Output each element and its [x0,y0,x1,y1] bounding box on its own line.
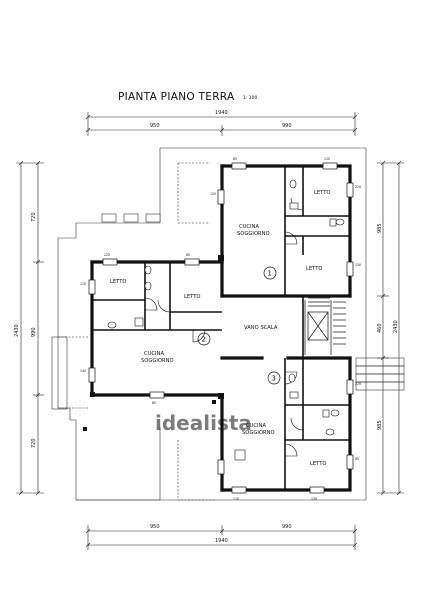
bathroom-fixtures [107,179,345,461]
plan-scale: 1: 100 [243,95,258,101]
site-outline [51,147,367,501]
dim-left-top: 720 [31,212,37,222]
unit-1-number: 1 [268,270,272,278]
room-letto-u2-right: LETTO [184,294,201,300]
room-soggiorno-u3: SOGGIORNO [242,430,275,436]
room-cucina-u1: CUCINA [239,224,259,230]
unit-3-marker [267,371,281,385]
opening-annotation: 110 [233,497,239,501]
top-dimension-lines [85,112,358,136]
dim-left-mid: 990 [31,327,37,337]
unit-2-number: 2 [202,336,206,344]
opening-annotation: 85 [233,157,237,161]
watermark-logo: idealista [155,411,252,435]
opening-annotation: 80 [152,401,156,405]
bottom-dimension-lines [85,525,358,550]
planters [101,213,161,223]
opening-annotation: 110 [80,282,86,286]
opening-annotation: 85 [355,457,359,461]
exterior-walls [90,164,352,492]
dim-top-right: 990 [282,123,292,129]
room-letto-u1-top: LETTO [314,190,331,196]
room-vano-scala: VANO SCALA [244,325,278,331]
opening-annotation: 110 [324,157,330,161]
left-dimension-lines [16,160,44,496]
unit-2-marker [197,332,211,346]
unit-3-number: 3 [272,375,276,383]
opening-annotations: 85 110 220 130 120 220 85 110 140 80 220 85 110 130 [80,157,361,501]
stair-core [304,297,346,355]
dim-right-bottom: 985 [377,420,383,430]
room-cucina-u3: CUCINA [246,423,266,429]
dim-left-bottom: 720 [31,438,37,448]
opening-annotation: 140 [80,369,86,373]
dim-bottom-left: 950 [150,524,160,530]
dim-right-total: 2430 [393,320,399,333]
dim-top-left: 950 [150,123,160,129]
entrance-steps [355,357,405,391]
dim-right-mid: 460 [377,323,383,333]
columns [83,255,224,431]
unit-1-marker [263,266,277,280]
room-soggiorno-u1: SOGGIORNO [237,231,270,237]
windows [88,162,354,494]
dim-bottom-total: 1940 [215,538,228,544]
room-letto-u2-left: LETTO [110,279,127,285]
room-cucina-u2: CUCINA [144,351,164,357]
opening-annotation: 220 [355,382,361,386]
opening-annotation: 85 [186,253,190,257]
opening-annotation: 130 [355,263,361,267]
dim-bottom-right: 990 [282,524,292,530]
opening-annotation: 130 [311,497,317,501]
room-soggiorno-u2: SOGGIORNO [141,358,174,364]
dim-top-total: 1940 [215,110,228,116]
balcony-outline [58,162,215,501]
interior-walls [92,166,350,490]
opening-annotation: 220 [104,253,110,257]
plan-title: PIANTA PIANO TERRA [118,91,235,103]
opening-annotation: 220 [355,185,361,189]
dim-left-total: 2430 [14,324,20,337]
opening-annotation: 120 [210,192,216,196]
room-letto-u1-bottom: LETTO [306,266,323,272]
dim-right-top: 985 [377,223,383,233]
room-letto-u3: LETTO [310,461,327,467]
